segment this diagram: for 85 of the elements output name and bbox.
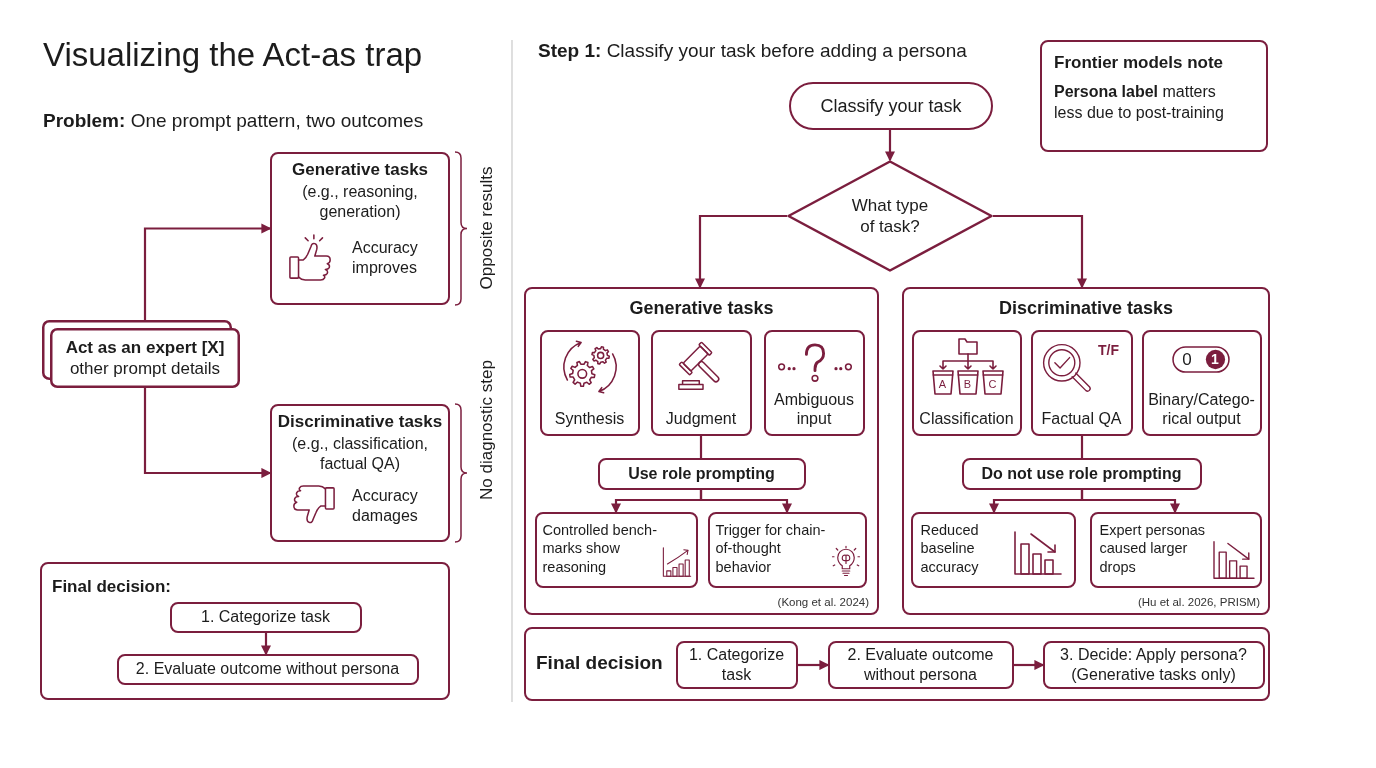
stacked-prompt-card bbox=[42, 320, 240, 388]
side-note: No diagnostic step bbox=[477, 360, 497, 500]
arrow bbox=[699, 490, 793, 514]
arrow bbox=[993, 214, 1088, 289]
outcome-text: Accuracy improves bbox=[352, 238, 419, 278]
panel-heading: Final decision: bbox=[52, 576, 172, 598]
step-text: Classify your task bbox=[820, 94, 962, 118]
action-text: Do not use role prompting bbox=[981, 463, 1182, 484]
tile-label: Classification bbox=[918, 409, 1015, 429]
citation: (Kong et al. 2024) bbox=[777, 594, 869, 609]
arrow bbox=[884, 130, 896, 162]
arrow bbox=[260, 633, 272, 656]
task-tile bbox=[763, 329, 865, 436]
true-false-mark: T/F bbox=[1098, 342, 1119, 357]
connector-line bbox=[699, 436, 703, 458]
step-box bbox=[169, 601, 362, 633]
citation: (Hu et al. 2026, PRISM) bbox=[1137, 594, 1260, 609]
step-text: 1. Categorize task bbox=[687, 644, 786, 685]
toggle-digit: 1 bbox=[1211, 352, 1219, 366]
step-box bbox=[827, 640, 1014, 689]
bin-letter: A bbox=[938, 378, 947, 390]
arrow bbox=[143, 388, 272, 479]
section-heading: Problem: One prompt pattern, two outcomes bbox=[43, 110, 424, 132]
arrow bbox=[1014, 659, 1045, 671]
task-tile bbox=[650, 329, 752, 436]
step-text: 2. Evaluate outcome without persona bbox=[135, 659, 400, 679]
tile-label: Synthesis bbox=[553, 409, 626, 429]
connector-line bbox=[1080, 436, 1084, 458]
tile-label: Judgment bbox=[664, 409, 738, 429]
task-card bbox=[270, 152, 450, 305]
box-text: Trigger for chain- of-thought behavior bbox=[715, 520, 827, 578]
panel-heading: Final decision bbox=[536, 651, 663, 675]
box-heading: Act as an expert [X] bbox=[65, 336, 225, 358]
note-box bbox=[1040, 40, 1268, 152]
task-tile bbox=[1030, 329, 1133, 436]
tile-label: Ambiguous input bbox=[772, 390, 855, 429]
outcome-text: Accuracy damages bbox=[352, 486, 419, 526]
finding-box bbox=[534, 511, 698, 588]
arrow bbox=[1080, 490, 1181, 514]
box-text: (e.g., reasoning, generation) bbox=[301, 182, 419, 222]
step-box bbox=[1042, 640, 1265, 689]
box-heading: Discriminative tasks bbox=[276, 411, 444, 433]
category-panel bbox=[902, 287, 1270, 615]
toggle-digit: 0 bbox=[1182, 350, 1192, 368]
category-panel bbox=[524, 287, 879, 615]
action-text: Use role prompting bbox=[628, 463, 775, 484]
task-card bbox=[270, 404, 450, 542]
action-box bbox=[961, 457, 1202, 490]
step-text: 1. Categorize task bbox=[201, 607, 330, 627]
arrow bbox=[798, 659, 830, 671]
note-heading: Frontier models note bbox=[1054, 52, 1224, 74]
finding-box bbox=[910, 511, 1076, 588]
box-text: Reduced baseline accuracy bbox=[920, 520, 980, 578]
box-text: Expert personas caused larger drops bbox=[1099, 520, 1207, 578]
box-text: other prompt details bbox=[69, 358, 221, 380]
step-box bbox=[116, 653, 419, 685]
step-text: 2. Evaluate outcome without persona bbox=[846, 644, 995, 685]
tile-label: Binary/Catego- rical output bbox=[1147, 390, 1256, 429]
arrow bbox=[143, 223, 272, 320]
arrow bbox=[694, 214, 787, 289]
section-heading: Step 1: Classify your task before adding a persona bbox=[538, 40, 967, 62]
note-text: Persona label matters less due to post-training bbox=[1054, 82, 1225, 123]
diamond-text: What type of task? bbox=[850, 194, 930, 238]
diagram-title: Visualizing the Act-as trap bbox=[43, 35, 423, 75]
step-text: 3. Decide: Apply persona? (Generative tasks only) bbox=[1059, 644, 1248, 685]
finding-box bbox=[1089, 511, 1262, 588]
step-box bbox=[675, 640, 798, 689]
box-text: Controlled bench- marks show reasoning bbox=[542, 520, 658, 578]
decision-panel bbox=[524, 627, 1270, 701]
task-tile bbox=[911, 329, 1022, 436]
panel-heading: Generative tasks bbox=[628, 297, 775, 320]
bin-letter: C bbox=[988, 378, 997, 390]
start-terminal bbox=[789, 82, 993, 130]
bin-letter: B bbox=[963, 378, 972, 390]
finding-box bbox=[707, 511, 867, 588]
task-tile bbox=[1141, 329, 1262, 436]
action-box bbox=[597, 457, 806, 490]
decision-panel bbox=[40, 562, 450, 700]
task-tile bbox=[539, 329, 640, 436]
decision-diamond bbox=[787, 160, 993, 272]
side-note: Opposite results bbox=[477, 166, 497, 290]
box-text: (e.g., classification, factual QA) bbox=[290, 434, 430, 474]
tile-label: Factual QA bbox=[1040, 409, 1123, 429]
box-heading: Generative tasks bbox=[290, 159, 430, 181]
panel-heading: Discriminative tasks bbox=[997, 297, 1175, 320]
